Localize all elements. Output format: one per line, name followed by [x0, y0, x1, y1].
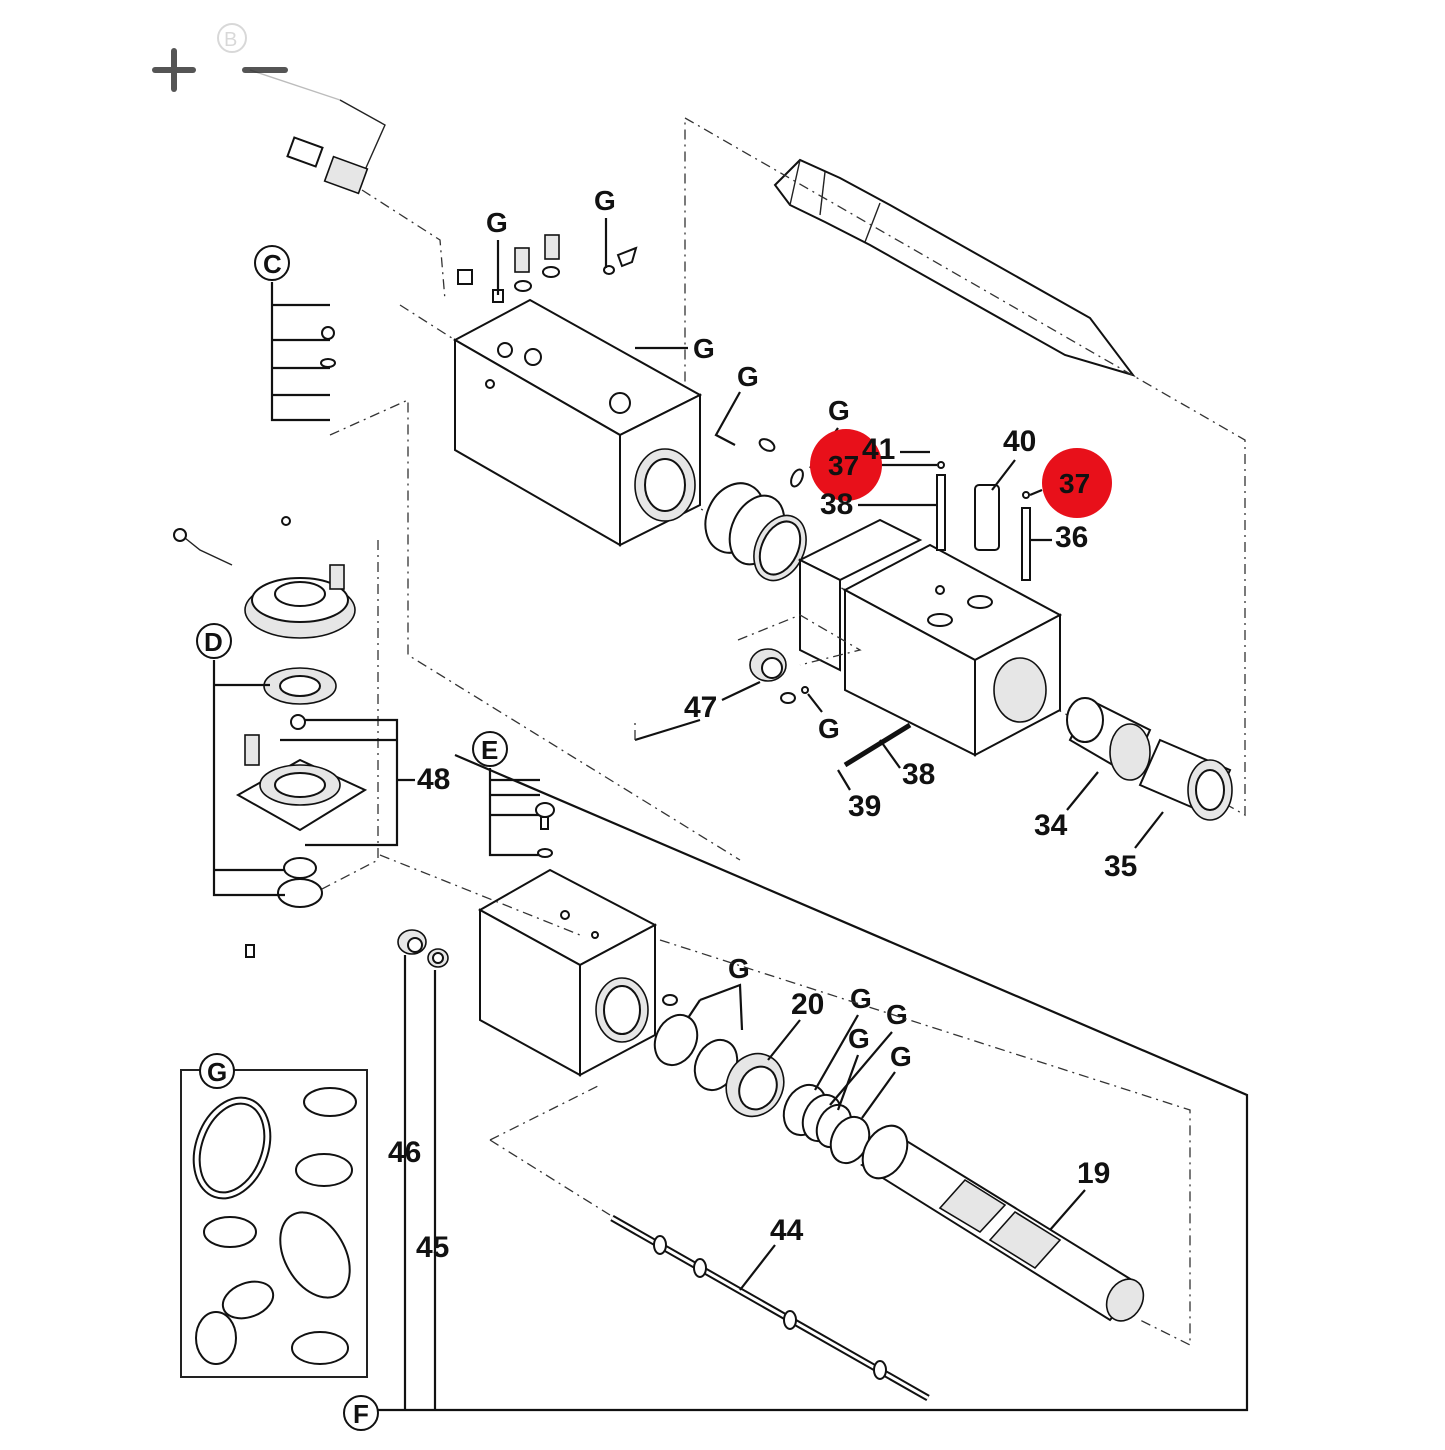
accumulator-base [235, 714, 368, 958]
part-label-44: 44 [770, 1214, 804, 1247]
section-d: D [196, 623, 285, 897]
zoom-in-button[interactable] [152, 48, 196, 92]
bushing-34 [1066, 697, 1152, 781]
g-label: G [850, 983, 872, 1014]
rod-44 [610, 1214, 930, 1402]
part-label-20: 20 [791, 988, 824, 1021]
plus-icon [152, 48, 196, 92]
section-label-f: F [353, 1399, 369, 1429]
registered-watermark-icon: B [217, 23, 247, 53]
section-e: E [472, 731, 555, 858]
bushing-35 [1138, 738, 1233, 821]
top-fitting-assembly [249, 69, 446, 301]
seal-kit-g: G [180, 1053, 368, 1378]
part-label-47: 47 [684, 691, 717, 724]
section-label-d: D [204, 627, 223, 657]
g-label: G [693, 333, 715, 364]
accumulator-cover [173, 516, 356, 639]
bushing-47 [749, 648, 787, 682]
part-label-36: 36 [1055, 521, 1088, 554]
upper-cylinder-block [452, 298, 703, 547]
g-label: G [737, 361, 759, 392]
seal-rings-lower [782, 1083, 871, 1165]
g-label: G [818, 713, 840, 744]
part-label-38: 38 [820, 488, 853, 521]
part-label-37: 37 [828, 450, 859, 481]
lower-cylinder-block [477, 868, 658, 1077]
part-label-48: 48 [417, 763, 450, 796]
part-label-41: 41 [862, 433, 895, 466]
section-f: F [343, 1395, 379, 1431]
g-label: G [594, 185, 616, 216]
part-label-35: 35 [1104, 850, 1137, 883]
fittings-45-46 [397, 929, 449, 968]
g-label: G [886, 999, 908, 1030]
part-label-46: 46 [388, 1136, 421, 1169]
part-label-19: 19 [1077, 1157, 1110, 1190]
g-label: G [486, 207, 508, 238]
part-label-37: 37 [1059, 468, 1090, 499]
seal-rings [704, 482, 807, 582]
highlight-circle [1042, 448, 1112, 518]
g-label: G [828, 395, 850, 426]
tool-chisel [773, 158, 1136, 377]
part-label-45: 45 [416, 1231, 449, 1264]
highlight-marker-37-right[interactable]: 37 [1042, 448, 1112, 518]
svg-text:B: B [224, 29, 237, 51]
g-label: G [848, 1023, 870, 1054]
section-c: C [254, 245, 336, 422]
section-label-e: E [481, 735, 498, 765]
part-label-39: 39 [848, 790, 881, 823]
top-fittings [457, 234, 638, 303]
g-label: G [728, 953, 750, 984]
highlight-circle [810, 429, 882, 501]
accumulator-diaphragm [263, 667, 337, 705]
valve-block [797, 518, 1063, 757]
seal-carrier-20 [725, 1052, 785, 1118]
highlight-marker-37-left[interactable]: 37 [810, 429, 882, 501]
section-label-g: G [207, 1057, 227, 1087]
part-label-34: 34 [1034, 809, 1068, 842]
section-label-c: C [263, 249, 282, 279]
g-label: G [890, 1041, 912, 1072]
piston-19 [860, 1124, 1145, 1322]
part-label-40: 40 [1003, 425, 1036, 458]
part-label-38: 38 [902, 758, 935, 791]
